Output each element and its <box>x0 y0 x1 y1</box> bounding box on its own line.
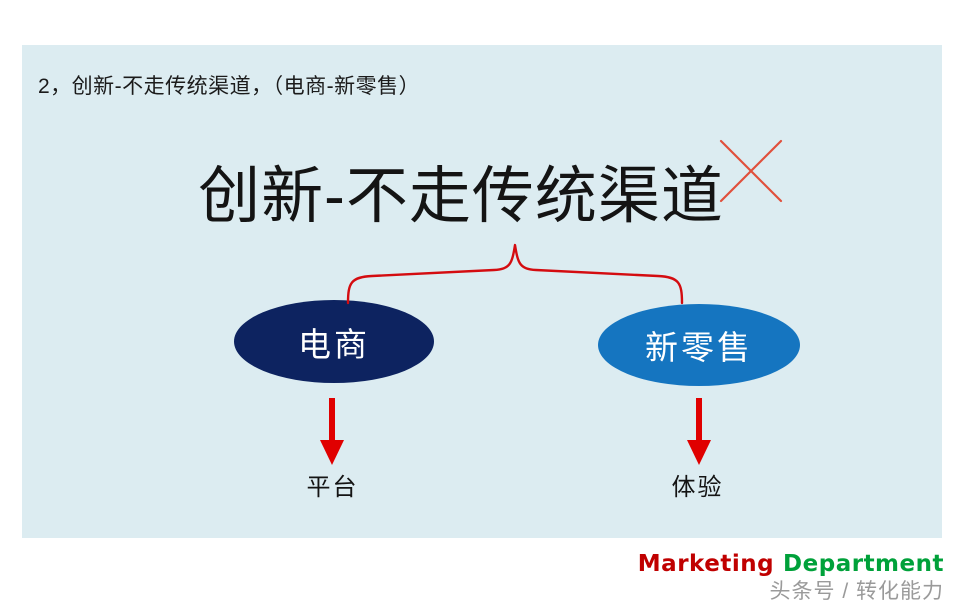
node-caption-experience: 体验 <box>671 474 724 501</box>
node-ellipse-ecommerce[interactable]: 电商 <box>234 300 434 383</box>
footer-brand: Marketing Department <box>638 551 944 577</box>
node-caption-platform: 平台 <box>306 474 359 501</box>
slide-header-text: 2，创新-不走传统渠道，（电商-新零售） <box>38 75 421 98</box>
slide-panel <box>22 45 942 538</box>
footer-watermark: 头条号 / 转化能力 <box>769 580 944 603</box>
node-ellipse-newretail-label: 新零售 <box>645 329 753 366</box>
node-ellipse-ecommerce-label: 电商 <box>298 325 370 363</box>
footer-brand-department: Department <box>783 551 944 577</box>
page-title: 创新-不走传统渠道 <box>198 162 724 231</box>
footer-brand-marketing: Marketing <box>637 551 775 577</box>
node-ellipse-newretail[interactable]: 新零售 <box>598 304 800 386</box>
